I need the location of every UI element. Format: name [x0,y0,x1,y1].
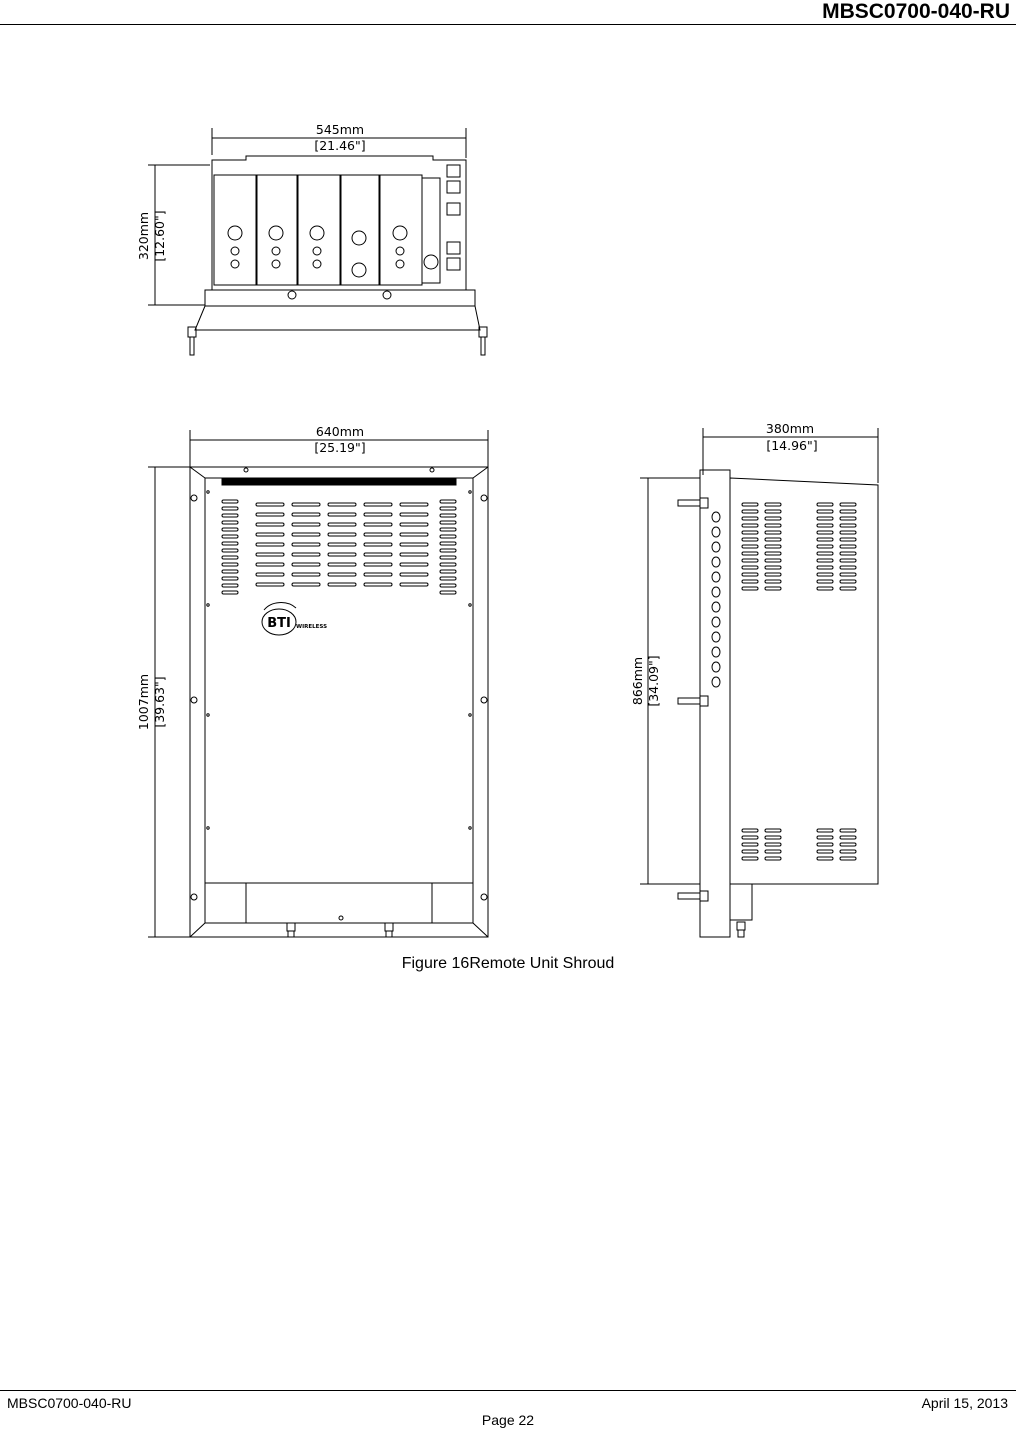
side-knockout-holes [711,511,721,688]
footer-rule [0,1390,1016,1391]
footer-page-number: Page 22 [481,1412,535,1428]
logo-subtext: WIRELESS [296,624,327,630]
top-width-mm: 545mm [316,122,364,137]
side-width-mm: 380mm [766,421,814,436]
front-width-mm: 640mm [316,424,364,439]
side-height-in: [34.09"] [646,655,661,706]
front-vent-right [439,499,457,595]
side-vents-lower [741,828,857,861]
front-height-in: [39.63"] [152,676,167,727]
top-width-in: [21.46"] [314,138,365,153]
side-height-mm: 866mm [630,657,645,705]
figure-caption: Figure 16Remote Unit Shroud [401,955,615,972]
document-header-title: MBSC0700-040-RU [822,0,1010,23]
front-vent-left [221,499,239,595]
bti-wireless-logo: BTI WIRELESS [261,602,327,636]
top-view: 545mm [21.46"] 320mm [12.60"] [136,122,488,356]
side-width-in: [14.96"] [766,438,817,453]
front-width-in: [25.19"] [314,440,365,455]
top-height-in: [12.60"] [152,210,167,261]
top-height-mm: 320mm [136,212,151,260]
header-rule [0,24,1016,25]
front-view: 640mm [25.19"] 1007mm [39.63"] [136,424,489,938]
side-vents-upper [741,502,857,591]
footer-doc-id: MBSC0700-040-RU [7,1395,132,1411]
side-view: 380mm [14.96"] 866mm [34.09"] [630,421,879,938]
front-height-mm: 1007mm [136,674,151,730]
logo-text: BTI [267,616,291,631]
footer-date: April 15, 2013 [921,1395,1008,1411]
front-vent-center [255,502,429,587]
